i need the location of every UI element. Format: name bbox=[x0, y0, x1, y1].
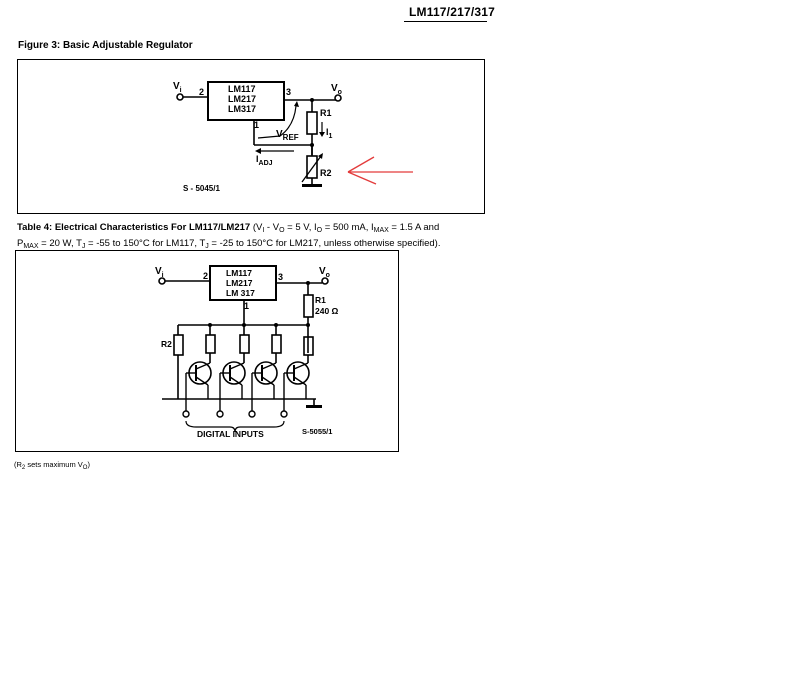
transistor-branch-4 bbox=[280, 336, 314, 418]
r1-label: R1 bbox=[315, 295, 326, 305]
r1-label: R1 bbox=[320, 108, 332, 118]
header-rule bbox=[404, 21, 487, 22]
vo-terminal bbox=[321, 277, 329, 285]
vo-label: Vo bbox=[319, 266, 330, 279]
pin-3-label: 3 bbox=[278, 272, 283, 282]
figure-3-schematic: Vi 2 LM117 LM217 LM317 3 1 Vo R1 I1 VREF bbox=[173, 81, 413, 193]
r1-value: 240 Ω bbox=[315, 306, 339, 316]
i1-arrowhead bbox=[319, 132, 325, 137]
annotation-arrow-head-lower bbox=[347, 171, 377, 185]
digital-input-terminal bbox=[248, 410, 256, 418]
vi-label: Vi bbox=[155, 266, 164, 279]
r2-variable-arrow bbox=[301, 155, 322, 183]
digital-input-terminal bbox=[216, 410, 224, 418]
pin-1-label: 1 bbox=[244, 301, 249, 311]
pin-2-label: 2 bbox=[203, 271, 208, 281]
figure-3-code: S - 5045/1 bbox=[183, 184, 220, 193]
vref-label: VREF bbox=[276, 129, 299, 142]
vo-terminal bbox=[334, 94, 342, 102]
r2-label: R2 bbox=[320, 168, 332, 178]
footnote: (R2 sets maximum VO) bbox=[14, 460, 90, 471]
figure-4-schematic: Vi 2 LM117 LM217 LM 317 3 1 Vo R1 240 Ω … bbox=[155, 265, 339, 439]
transistor-branch-2 bbox=[216, 325, 250, 418]
r2-variable-arrowhead bbox=[318, 153, 323, 159]
ground-symbol bbox=[302, 184, 322, 187]
r2-label: R2 bbox=[161, 339, 172, 349]
pin-2-label: 2 bbox=[199, 87, 204, 97]
vi-label: Vi bbox=[173, 81, 182, 94]
iadj-arrowhead bbox=[255, 148, 261, 154]
r1-resistor bbox=[303, 294, 314, 318]
pin-1-label: 1 bbox=[254, 120, 259, 130]
ic-line-2: LM217 bbox=[226, 278, 253, 288]
collector-resistor bbox=[205, 334, 216, 354]
vref-arrow bbox=[279, 105, 297, 137]
ic-line-3: LM317 bbox=[228, 104, 256, 114]
vo-label: Vo bbox=[331, 83, 342, 96]
digital-input-terminal bbox=[182, 410, 190, 418]
regulator-ic bbox=[207, 81, 285, 121]
ic-line-2: LM217 bbox=[228, 94, 256, 104]
bus-node-4 bbox=[306, 323, 310, 327]
digital-inputs-label: DIGITAL INPUTS bbox=[197, 429, 264, 439]
iadj-label: IADJ bbox=[256, 154, 273, 167]
ic-line-1: LM117 bbox=[226, 268, 252, 278]
figure-4-panel: Vi 2 LM117 LM217 LM 317 3 1 Vo R1 240 Ω … bbox=[15, 250, 399, 452]
collector-resistor bbox=[271, 334, 282, 354]
vref-arrowhead bbox=[294, 101, 299, 107]
annotation-arrow-head-upper bbox=[347, 156, 375, 173]
collector-resistor bbox=[239, 334, 250, 354]
inputs-brace bbox=[185, 420, 285, 433]
table-4-caption: Table 4: Electrical Characteristics For … bbox=[17, 222, 441, 250]
ic-line-1: LM117 bbox=[228, 84, 256, 94]
vi-terminal bbox=[176, 93, 184, 101]
document-header: LM117/217/317 bbox=[409, 5, 495, 19]
vref-arrow-tail bbox=[257, 135, 281, 139]
digital-input-terminal bbox=[280, 410, 288, 418]
ground-symbol bbox=[306, 405, 322, 408]
r2-resistor bbox=[306, 155, 318, 179]
r1-resistor bbox=[306, 111, 318, 135]
i1-label: I1 bbox=[326, 127, 333, 140]
transistor-branch-3 bbox=[248, 325, 282, 418]
ic-line-3: LM 317 bbox=[226, 288, 255, 298]
r2-resistor bbox=[173, 334, 184, 356]
figure-3-title: Figure 3: Basic Adjustable Regulator bbox=[18, 40, 193, 51]
transistor-branch-1 bbox=[182, 325, 216, 418]
figure-4-code: S-5055/1 bbox=[302, 427, 332, 436]
figure-3-panel: Vi 2 LM117 LM217 LM317 3 1 Vo R1 I1 VREF bbox=[17, 59, 485, 214]
pin-3-label: 3 bbox=[286, 87, 291, 97]
